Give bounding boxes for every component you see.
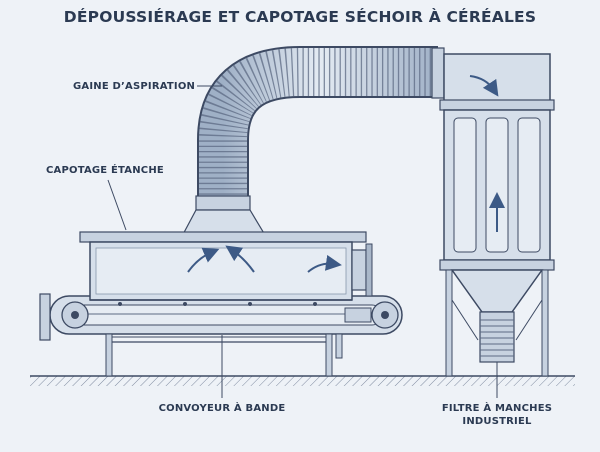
label-filter-line1: FILTRE À MANCHES (441, 403, 553, 414)
label-duct: GAINE D’ASPIRATION (73, 81, 196, 92)
airflow-arrow-icon (469, 75, 505, 232)
diagram-title: DÉPOUSSIÉRAGE ET CAPOTAGE SÉCHOIR À CÉRÉ… (63, 8, 537, 26)
bag-filter (439, 53, 555, 377)
label-hood: CAPOTAGE ÉTANCHE (46, 165, 164, 176)
ground (30, 375, 575, 386)
label-conveyor: CONVOYEUR À BANDE (158, 403, 286, 414)
suction-duct (197, 46, 445, 200)
conveyor (39, 293, 403, 377)
label-filter-line2: INDUSTRIEL (462, 416, 532, 427)
sealed-hood (79, 231, 373, 306)
airflow-arrow-icon (187, 245, 342, 273)
leader-lines (107, 85, 498, 398)
